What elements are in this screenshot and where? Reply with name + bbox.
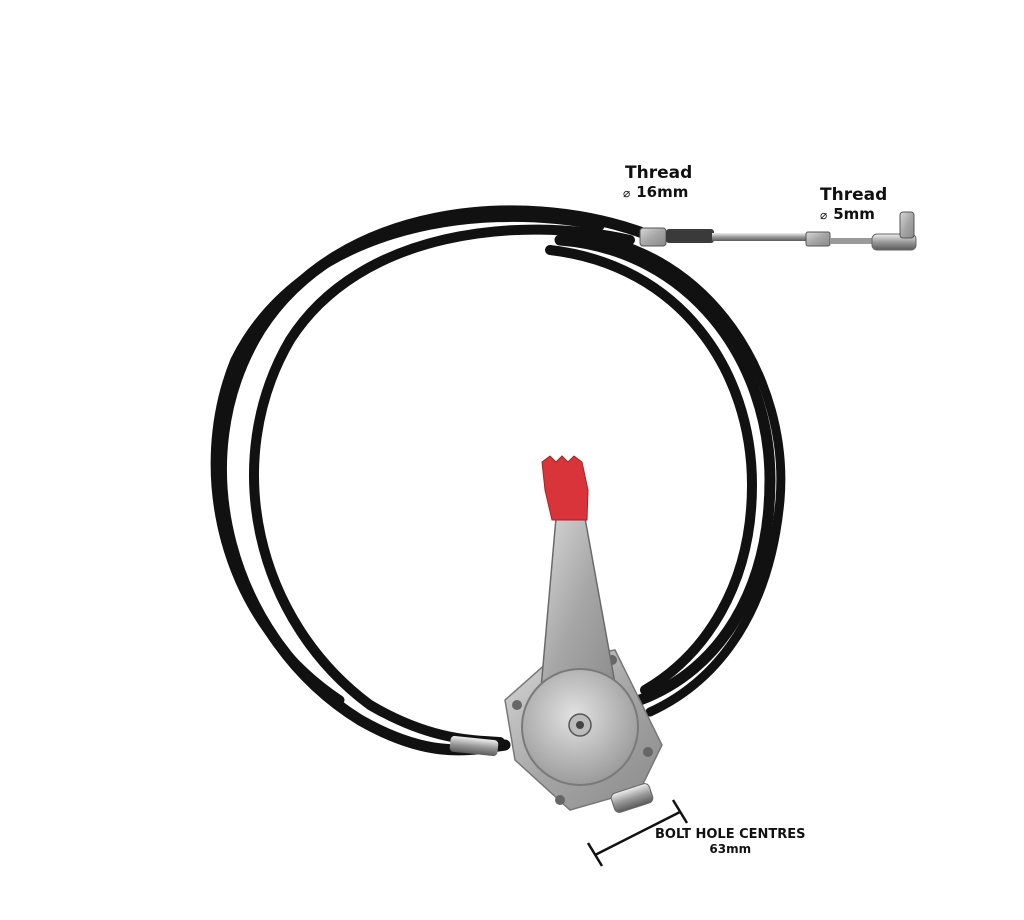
thread-16mm-size: 16mm: [636, 182, 689, 201]
thread-5mm-size-row: ⌀ 5mm: [820, 204, 887, 223]
cable-loop-left-3: [210, 212, 605, 705]
cable-loop-right-3: [575, 231, 786, 717]
cable-coil: [210, 205, 786, 756]
thread-5mm-label: Thread ⌀ 5mm: [820, 185, 888, 223]
handle-knob: [541, 455, 589, 521]
cable-end-fitting: [639, 211, 917, 251]
cable-loop-right-2: [545, 245, 758, 695]
cable-loop-inner: [249, 224, 635, 747]
bolt-hole: [643, 747, 653, 757]
bolt-hole-centres-title: BOLT HOLE CENTRES: [655, 827, 806, 842]
bolt-hole-centres-size: 63mm: [709, 841, 752, 856]
diameter-symbol: ⌀: [820, 207, 828, 222]
inner-rod: [712, 233, 812, 241]
diameter-symbol: ⌀: [623, 185, 631, 200]
bolt-hole: [555, 795, 565, 805]
dimension-line: [586, 799, 689, 867]
cable-loop-right: [554, 234, 776, 706]
bolt-hole-centres-label: BOLT HOLE CENTRES 63mm: [655, 827, 806, 857]
threaded-stud: [830, 238, 874, 244]
thread-16mm-size-row: ⌀ 16mm: [623, 182, 692, 201]
thread-16mm-title: Thread: [625, 163, 693, 183]
thread-5mm-nut: [805, 231, 831, 247]
cable-loop-outer: [216, 205, 646, 756]
thread-16mm-nut: [639, 227, 667, 247]
cable-exit-ferrule: [449, 735, 499, 757]
hub-nut-center: [576, 721, 584, 729]
lever-assembly: [504, 455, 663, 813]
bolt-hole: [512, 700, 522, 710]
cable-ferrule: [666, 229, 714, 243]
thread-5mm-title: Thread: [820, 185, 888, 205]
housing-spigot: [610, 783, 654, 813]
thread-5mm-size: 5mm: [833, 204, 875, 223]
ball-stud: [899, 211, 915, 239]
thread-16mm-label: Thread ⌀ 16mm: [623, 163, 693, 201]
